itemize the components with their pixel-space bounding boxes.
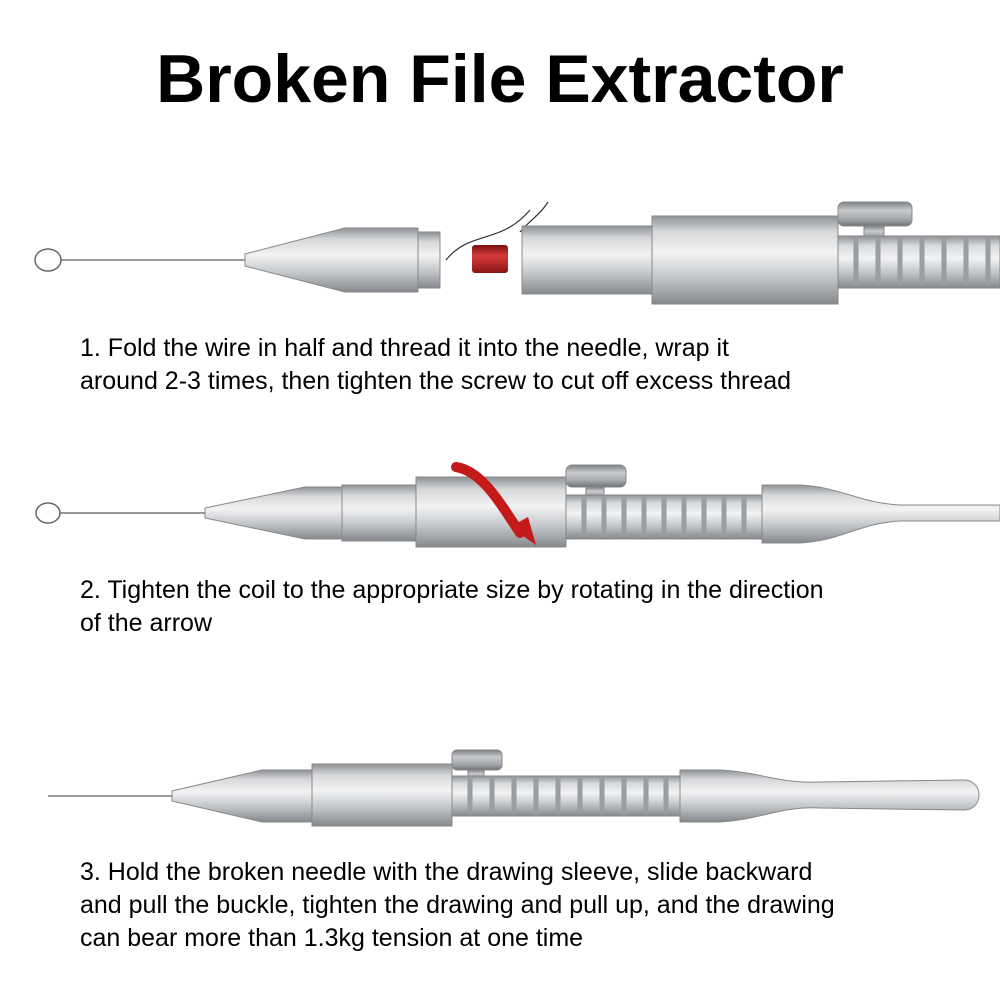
handle-tail [679,769,980,823]
wire-loop [35,502,61,524]
screw-head [451,749,503,771]
needle-cone [171,769,313,823]
illustration-step-2 [35,462,1000,548]
illustration-step-1 [34,201,1000,305]
needle-cone [204,486,343,540]
barrel [311,763,453,827]
step-1-text: 1. Fold the wire in half and thread it i… [80,332,960,398]
step-2-text: 2. Tighten the coil to the appropriate s… [80,574,960,640]
illustration-step-3 [48,749,980,827]
rotate-arrow [451,462,525,538]
step-1-line-1: 1. Fold the wire in half and thread it i… [80,334,729,362]
ribbed-handle [837,235,1000,289]
page-title: Broken File Extractor [156,41,844,117]
step-2-line-1: 2. Tighten the coil to the appropriate s… [80,576,824,604]
handle-tail [761,484,1000,544]
needle-collar [417,231,441,289]
sleeve [341,484,417,542]
barrel [651,215,839,305]
sleeve [521,225,653,295]
screw-head [837,201,913,227]
rotate-arrow-head [510,517,536,545]
step-3-line-1: 3. Hold the broken needle with the drawi… [80,858,813,886]
needle-cone [244,227,419,293]
step-3-line-3: can bear more than 1.3kg tension at one … [80,924,584,952]
step-3-text: 3. Hold the broken needle with the drawi… [80,856,960,955]
step-1-line-2: around 2-3 times, then tighten the screw… [80,367,792,395]
wire-loop [34,248,62,272]
screw-head [565,464,627,488]
red-coil [472,245,508,273]
step-2-line-2: of the arrow [80,609,213,637]
step-3-line-2: and pull the buckle, tighten the drawing… [80,891,835,919]
